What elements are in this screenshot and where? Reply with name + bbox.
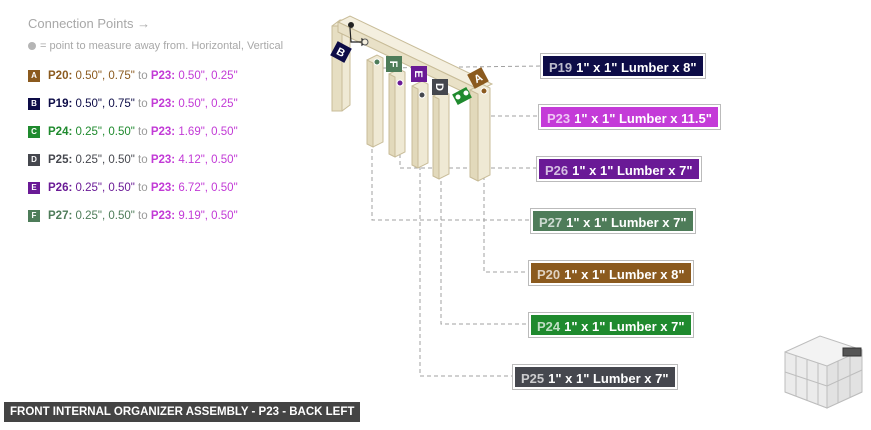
badge-f: F: [28, 210, 40, 222]
marker-a: A: [467, 67, 489, 89]
cp-part: P20:: [48, 70, 73, 82]
connection-dots: [348, 22, 488, 101]
cp-to: to: [138, 70, 148, 82]
cp-target-vals: 4.12", 0.50": [178, 154, 238, 166]
marker-f: F: [386, 56, 402, 72]
cp-part: P24:: [48, 126, 73, 138]
badge-a: A: [28, 70, 40, 82]
svg-text:F: F: [387, 61, 399, 68]
cp-from: 0.50", 0.75": [75, 70, 135, 82]
part-desc: 1" x 1" Lumber x 7": [572, 163, 693, 178]
cp-from: 0.25", 0.50": [75, 154, 135, 166]
measure-dot-icon: [28, 42, 36, 50]
marker-d: D: [432, 79, 448, 95]
cp-from: 0.25", 0.50": [75, 210, 135, 222]
dot-a: [480, 87, 488, 95]
dot-p23: [361, 38, 369, 46]
assembly-title: FRONT INTERNAL ORGANIZER ASSEMBLY - P23 …: [4, 402, 361, 422]
cp-part: P25:: [48, 154, 73, 166]
connection-points-subtitle: = point to measure away from. Horizontal…: [28, 40, 283, 52]
dot-f: [373, 58, 381, 66]
cp-target: P23:: [150, 70, 176, 82]
cp-target-vals: 6.72", 0.50": [178, 182, 238, 194]
part-id: P25: [521, 371, 545, 386]
cp-to: to: [138, 154, 148, 166]
cp-to: to: [138, 182, 148, 194]
part-desc: 1" x 1" Lumber x 7": [548, 371, 669, 386]
part-id: P23: [547, 111, 571, 126]
part-p19-face: [331, 25, 343, 112]
part-desc: 1" x 1" Lumber x 11.5": [574, 111, 712, 126]
subtitle-text: = point to measure away from. Horizontal…: [40, 40, 284, 52]
cp-target-vals: 0.50", 0.25": [178, 98, 238, 110]
connection-row-c: C P24: 0.25", 0.50" to P23: 1.69", 0.50": [28, 126, 238, 138]
cp-from: 0.25", 0.50": [75, 182, 135, 194]
connection-row-e: E P26: 0.25", 0.50" to P23: 6.72", 0.50": [28, 182, 238, 194]
cp-from: 0.25", 0.50": [75, 126, 135, 138]
cp-from: 0.50", 0.75": [75, 98, 135, 110]
part-id: P27: [539, 215, 563, 230]
assembly-thumbnail: [784, 335, 863, 409]
cp-part: P27:: [48, 210, 73, 222]
leader-p20: [483, 92, 530, 273]
part-desc: 1" x 1" Lumber x 7": [564, 319, 685, 334]
part-desc: 1" x 1" Lumber x 8": [576, 60, 697, 75]
part-id: P19: [549, 60, 573, 75]
part-id: P24: [537, 319, 561, 334]
marker-e: E: [411, 66, 427, 82]
cp-to: to: [138, 126, 148, 138]
diagram-markers: B F E D A: [330, 41, 489, 106]
connection-points-title: Connection Points →: [28, 16, 151, 31]
cp-target: P23:: [150, 210, 176, 222]
badge-e: E: [28, 182, 40, 194]
leader-p19: [381, 65, 543, 69]
connection-row-b: B P19: 0.50", 0.75" to P23: 0.50", 0.25": [28, 98, 238, 110]
cp-target: P23:: [150, 182, 176, 194]
cp-to: to: [138, 98, 148, 110]
badge-c: C: [28, 126, 40, 138]
part-desc: 1" x 1" Lumber x 7": [566, 215, 687, 230]
cp-part: P19:: [48, 98, 73, 110]
cp-target-vals: 1.69", 0.50": [178, 126, 238, 138]
connection-row-f: F P27: 0.25", 0.50" to P23: 9.19", 0.50": [28, 210, 238, 222]
dot-c2: [462, 89, 470, 97]
part-id: P26: [545, 163, 569, 178]
cp-target: P23:: [150, 126, 176, 138]
cp-part: P26:: [48, 182, 73, 194]
thumbnail-highlight: [842, 347, 862, 357]
cp-target: P23:: [150, 154, 176, 166]
marker-b: B: [330, 41, 352, 63]
part-desc: 1" x 1" Lumber x 8": [564, 267, 685, 282]
part-p23-face: [337, 21, 481, 101]
cp-target-vals: 9.19", 0.50": [178, 210, 238, 222]
cp-to: to: [138, 210, 148, 222]
dot-c1: [454, 93, 462, 101]
svg-text:E: E: [412, 70, 424, 77]
badge-b: B: [28, 98, 40, 110]
dot-e: [396, 79, 404, 87]
badge-d: D: [28, 154, 40, 166]
connection-row-a: A P20: 0.50", 0.75" to P23: 0.50", 0.25": [28, 70, 238, 82]
cp-target: P23:: [150, 98, 176, 110]
part-id: P20: [537, 267, 561, 282]
cp-target-vals: 0.50", 0.25": [178, 70, 238, 82]
connection-row-d: D P25: 0.25", 0.50" to P23: 4.12", 0.50": [28, 154, 238, 166]
dot-d: [418, 91, 426, 99]
dot-b: [348, 22, 354, 28]
leader-p25: [419, 96, 514, 377]
svg-text:D: D: [433, 83, 445, 91]
